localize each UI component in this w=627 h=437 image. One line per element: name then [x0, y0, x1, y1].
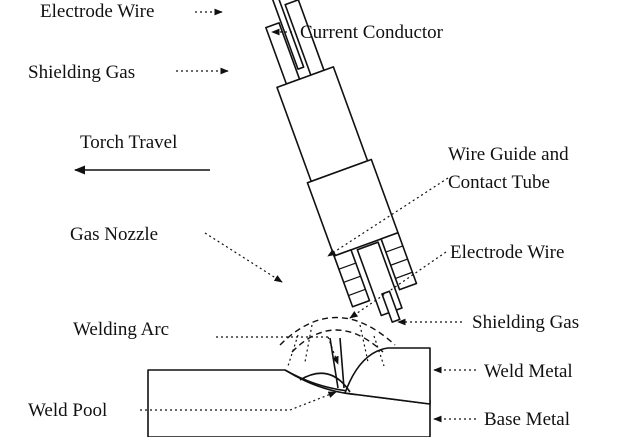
electrode-wire-feed: [269, 0, 305, 70]
label-current-conductor: Current Conductor: [300, 22, 444, 43]
label-electrode-wire-top: Electrode Wire: [40, 1, 154, 22]
label-shielding-gas-top: Shielding Gas: [28, 62, 135, 83]
weld-bead: [299, 347, 431, 405]
gas-nozzle-left-wall: [333, 249, 371, 308]
label-welding-arc: Welding Arc: [73, 319, 169, 340]
label-electrode-wire-mid: Electrode Wire: [450, 242, 564, 263]
label-shielding-gas-bottom: Shielding Gas: [472, 312, 579, 333]
label-torch-travel: Torch Travel: [80, 132, 177, 153]
welding-arc-lines: [329, 337, 345, 389]
electrode-wire-tip: [381, 290, 401, 323]
label-weld-pool: Weld Pool: [28, 400, 107, 421]
torch-handle: [276, 66, 369, 183]
label-base-metal: Base Metal: [484, 409, 570, 430]
label-weld-metal: Weld Metal: [484, 361, 573, 382]
label-gas-nozzle: Gas Nozzle: [70, 224, 158, 245]
shielding-gas-spray: [279, 316, 396, 367]
label-wire-guide-2: Contact Tube: [448, 172, 550, 193]
welding-torch: [265, 0, 418, 323]
label-wire-guide-1: Wire Guide and: [448, 144, 569, 165]
leader-lines: [140, 8, 476, 423]
gas-nozzle-right-wall: [380, 231, 418, 291]
torch-body: [306, 158, 399, 257]
